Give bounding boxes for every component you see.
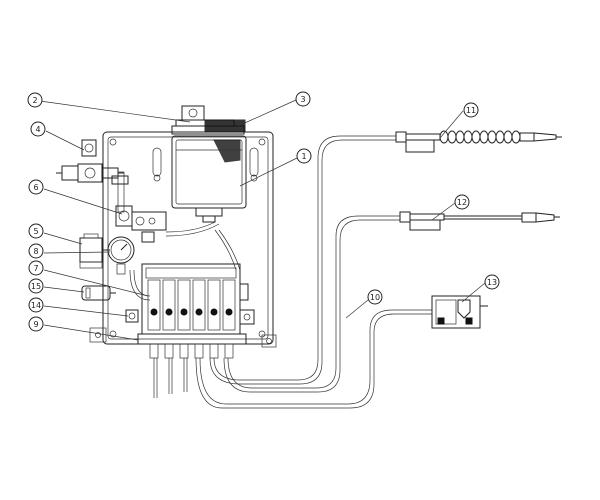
callout-13-label: 13 <box>487 278 497 287</box>
rigid-nozzle <box>399 211 560 231</box>
callout-15: 15 <box>28 278 44 294</box>
callout-4: 4 <box>30 121 46 137</box>
callout-9-label: 9 <box>33 320 38 329</box>
callout-12: 12 <box>454 194 470 210</box>
solenoid-valve <box>115 205 167 243</box>
callout-2: 2 <box>27 92 43 108</box>
callout-13: 13 <box>484 274 500 290</box>
callout-1: 1 <box>296 148 312 164</box>
pressure-gauge <box>107 236 135 275</box>
side-slots <box>152 147 259 182</box>
callout-6-label: 6 <box>33 183 38 192</box>
air-filter-regulator <box>56 139 124 183</box>
callout-9: 9 <box>28 316 44 332</box>
flexible-nozzle <box>395 130 562 153</box>
callout-15-label: 15 <box>31 282 41 291</box>
callout-5-label: 5 <box>33 227 38 236</box>
callout-10: 10 <box>367 289 383 305</box>
output-hoses <box>195 135 432 409</box>
pressure-regulator <box>79 233 110 269</box>
callout-5: 5 <box>28 223 44 239</box>
manifold-ports <box>150 308 233 316</box>
callout-8: 8 <box>28 243 44 259</box>
oil-level-sensor <box>81 285 116 301</box>
reservoir-tank <box>171 135 247 223</box>
bracket-nozzle <box>431 295 488 329</box>
callout-1-label: 1 <box>301 152 306 161</box>
callout-14: 14 <box>28 297 44 313</box>
callout-2-label: 2 <box>32 96 37 105</box>
internal-tubing <box>129 221 241 301</box>
callout-7-label: 7 <box>33 264 38 273</box>
callout-11: 11 <box>463 102 479 118</box>
fill-cap-assembly <box>171 105 246 135</box>
outlet-fittings <box>149 343 234 398</box>
leader-lines <box>39 99 486 341</box>
callout-6: 6 <box>28 179 44 195</box>
callout-10-label: 10 <box>370 293 380 302</box>
callout-11-label: 11 <box>466 106 476 115</box>
metering-blocks <box>147 279 236 331</box>
callout-3-label: 3 <box>300 95 305 104</box>
callout-12-label: 12 <box>457 198 467 207</box>
distribution-manifold <box>137 263 255 345</box>
callout-3: 3 <box>295 91 311 107</box>
mount-hole-bl <box>109 330 117 338</box>
callout-8-label: 8 <box>33 247 38 256</box>
callout-14-label: 14 <box>31 301 41 310</box>
mount-hole-tl <box>109 138 117 146</box>
callout-7: 7 <box>28 260 44 276</box>
mount-hole-tr <box>258 138 266 146</box>
callout-4-label: 4 <box>35 125 40 134</box>
